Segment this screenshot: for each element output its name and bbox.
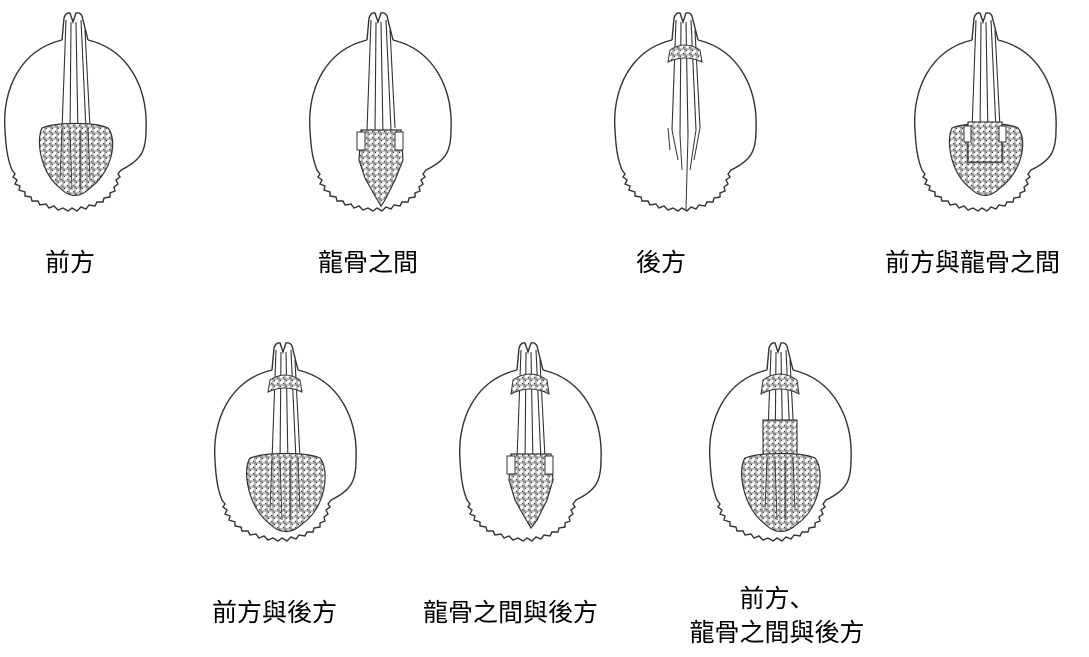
stipple-zone-anterior xyxy=(38,122,114,197)
figure-anterior-carinal xyxy=(910,10,1060,240)
caption-fig3: 後方 xyxy=(636,248,687,277)
caption-fig5: 前方與後方 xyxy=(212,598,338,627)
caption-fig1: 前方 xyxy=(45,248,96,277)
figure-posterior xyxy=(610,10,760,240)
caption-fig6: 龍骨之間與後方 xyxy=(423,598,599,627)
caption-fig4: 前方與龍骨之間 xyxy=(885,248,1061,277)
stipple-zone-posterior xyxy=(667,44,703,63)
figure-anterior xyxy=(0,10,150,240)
figure-carinal xyxy=(305,10,455,240)
stipple-zone-carinal xyxy=(967,121,1003,163)
caption-fig2: 龍骨之間 xyxy=(318,248,419,277)
figure-all-zones xyxy=(705,340,855,570)
caption-fig7: 前方、 龍骨之間與後方 xyxy=(667,582,887,650)
caption-fig7-line2: 龍骨之間與後方 xyxy=(689,618,865,647)
caption-fig7-line1: 前方、 xyxy=(739,584,815,613)
figure-carinal-posterior xyxy=(455,340,605,570)
figure-anterior-posterior xyxy=(210,340,360,570)
